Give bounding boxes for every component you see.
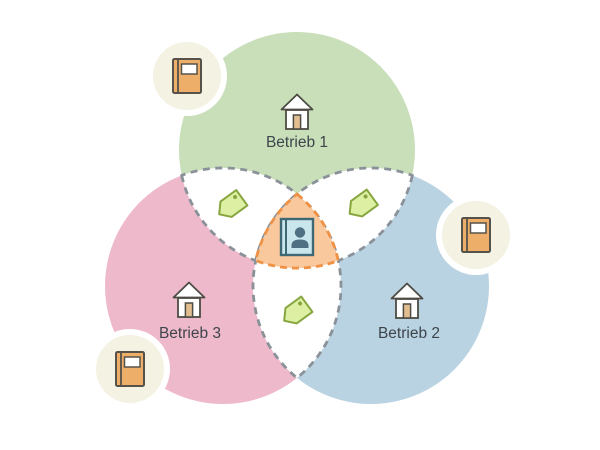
book-icon bbox=[172, 58, 202, 94]
book-badge bbox=[147, 36, 227, 116]
book-icon bbox=[461, 217, 491, 253]
book-badge bbox=[436, 195, 516, 275]
book-badge bbox=[90, 329, 170, 409]
label-betrieb-1: Betrieb 1 bbox=[266, 134, 328, 151]
contact-card-icon bbox=[279, 217, 315, 257]
book-icon bbox=[115, 351, 145, 387]
label-betrieb-2: Betrieb 2 bbox=[378, 325, 440, 342]
person-head bbox=[294, 227, 306, 238]
person-body bbox=[291, 239, 309, 248]
label-betrieb-3: Betrieb 3 bbox=[159, 325, 221, 342]
